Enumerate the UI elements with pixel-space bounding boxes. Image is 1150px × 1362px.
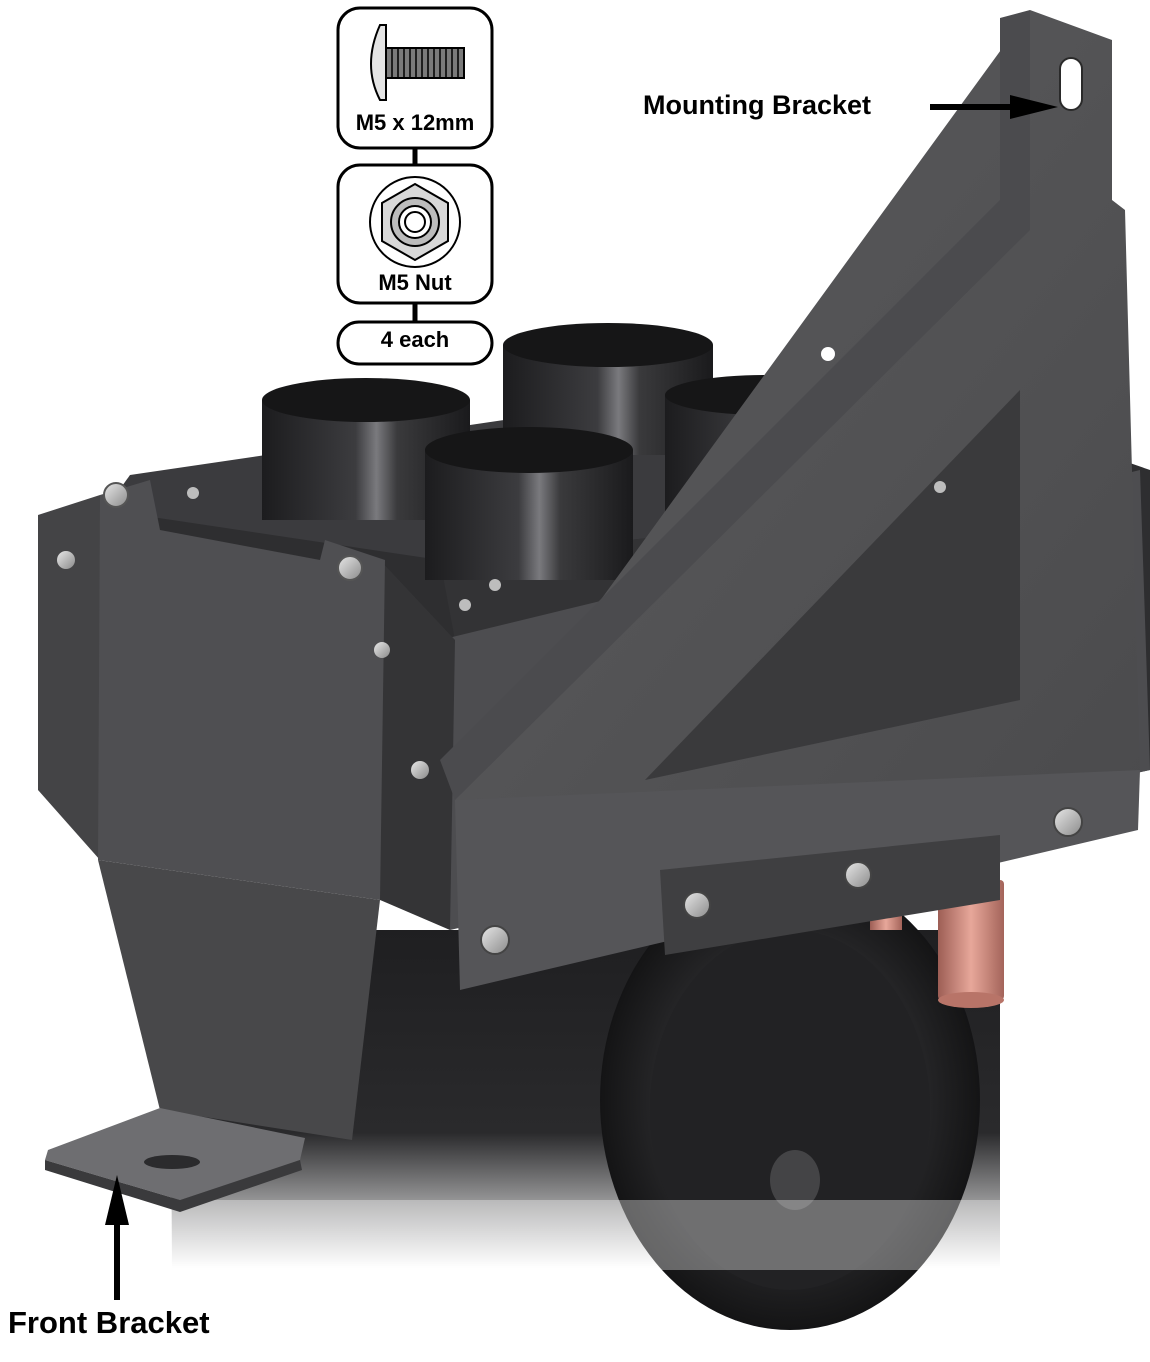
fan-housing [170,870,1000,1330]
front-bracket-label: Front Bracket [8,1305,210,1340]
front-bracket-arrow [105,1175,129,1300]
screw-size-label: M5 x 12mm [355,110,475,135]
front-panel [38,480,385,1140]
screw-icon [370,24,465,101]
mounting-bracket-arrow [930,95,1058,119]
hardware-callout [336,6,494,366]
nut-icon [369,176,461,268]
quantity-label: 4 each [380,327,450,352]
bolts [57,347,1083,955]
mounting-bracket-label: Mounting Bracket [643,90,872,120]
nut-size-label: M5 Nut [378,270,452,295]
quantity-box [336,320,494,366]
mounting-bracket [440,10,1140,990]
front-bracket [45,1108,305,1212]
